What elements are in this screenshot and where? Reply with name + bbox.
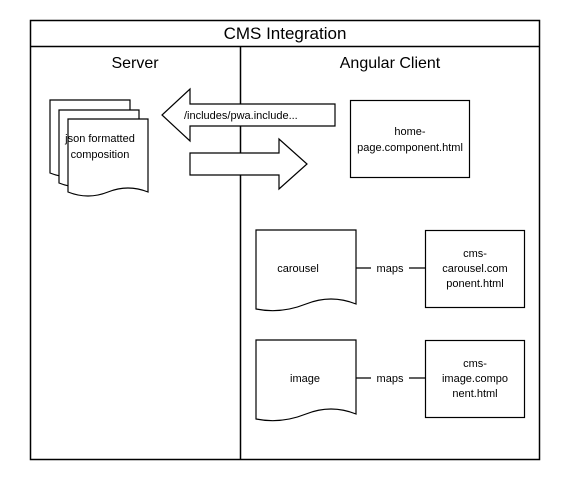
lane-label-client: Angular Client	[340, 55, 441, 72]
cms-image-line2: image.compo	[442, 373, 508, 385]
cms-image-component-box	[424, 339, 526, 419]
home-component-line1: home-	[394, 126, 426, 138]
cms-image-line3: nent.html	[452, 388, 497, 400]
server-doc-label-line1: json formatted	[64, 133, 135, 145]
json-composition-document-stack	[49, 99, 149, 197]
server-doc-label-line2: composition	[71, 149, 130, 161]
cms-image-line1: cms-	[463, 358, 487, 370]
carousel-source-label: carousel	[277, 263, 319, 275]
image-document	[255, 339, 357, 422]
home-page-component-box	[349, 99, 471, 179]
cms-carousel-line1: cms-	[463, 248, 487, 260]
carousel-document	[255, 229, 357, 312]
request-arrow-label: /includes/pwa.include...	[184, 110, 298, 122]
cms-carousel-component-box	[424, 229, 526, 309]
image-relation-label: maps	[377, 373, 404, 385]
cms-carousel-line3: ponent.html	[446, 278, 503, 290]
cms-carousel-line2: carousel.com	[442, 263, 507, 275]
carousel-relation-label-bg	[371, 260, 409, 276]
image-source-label: image	[290, 373, 320, 385]
lane-label-server: Server	[111, 55, 159, 72]
diagram-title: CMS Integration	[224, 24, 347, 43]
carousel-relation-label: maps	[377, 263, 404, 275]
response-arrow	[189, 137, 308, 191]
image-relation-label-bg	[371, 370, 409, 386]
request-arrow	[161, 87, 336, 143]
home-component-line2: page.component.html	[357, 142, 463, 154]
